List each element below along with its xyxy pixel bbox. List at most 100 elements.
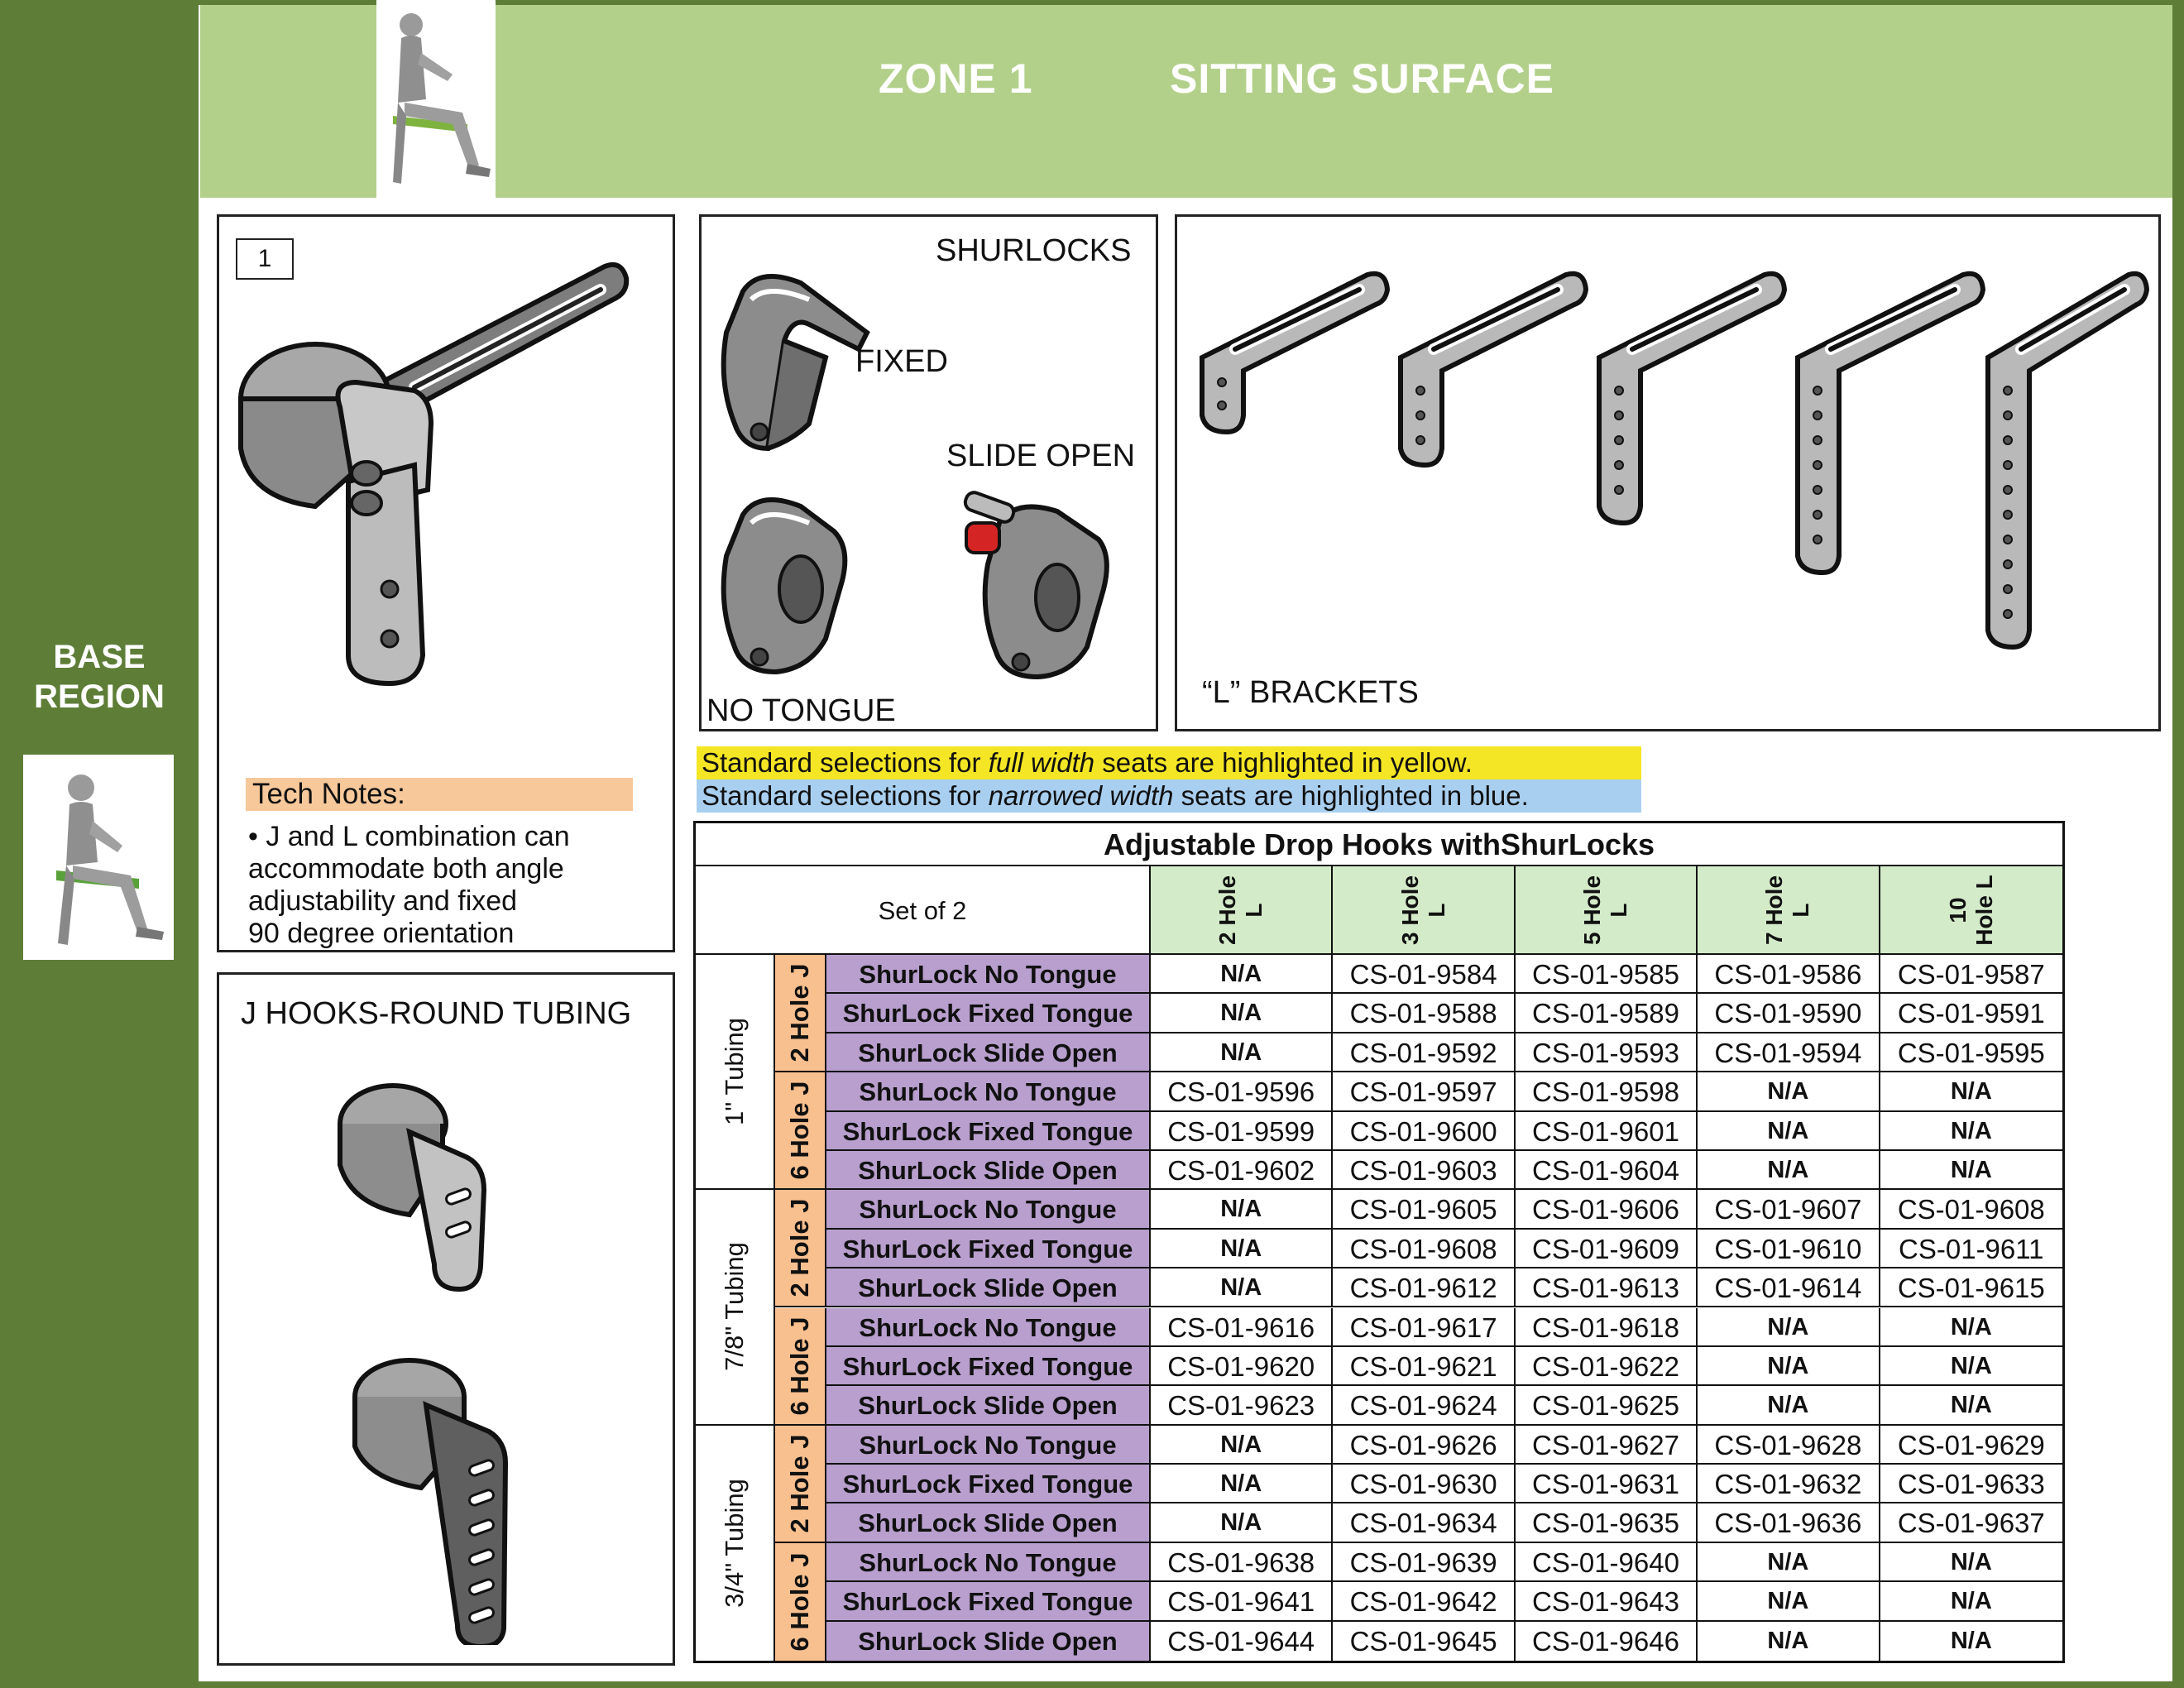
part-number: CS-01-9624: [1333, 1386, 1516, 1426]
shurlock-no-tongue-label: NO TONGUE: [706, 693, 896, 728]
tech-note-line: accommodate both angle: [248, 853, 564, 885]
part-number: CS-01-9590: [1698, 994, 1880, 1033]
part-na: N/A: [1698, 1582, 1880, 1622]
part-number: CS-01-9642: [1333, 1582, 1516, 1622]
zone-label: ZONE 1: [879, 55, 1033, 102]
header-band: [200, 5, 2172, 198]
part-na: N/A: [1950, 1627, 1992, 1654]
column-header-line: 2 Hole: [1214, 875, 1241, 945]
part-number: CS-01-9596: [1151, 1072, 1334, 1112]
shurlock-fixed-label: FIXED: [855, 344, 948, 379]
hook-group: 2 Hole J: [775, 955, 826, 1073]
option-label: ShurLock No Tongue: [826, 1307, 1151, 1347]
part-number: CS-01-9595: [1880, 1033, 2062, 1073]
option-label: ShurLock Slide Open: [826, 1503, 1151, 1543]
part-na: N/A: [1880, 1543, 2062, 1583]
part-number: CS-01-9599: [1151, 1111, 1334, 1151]
seated-figure-icon: [376, 0, 496, 199]
tubing-label: 7/8" Tubing: [720, 1242, 749, 1372]
part-number: CS-01-9633: [1880, 1465, 2062, 1504]
part-number: CS-01-9636: [1698, 1503, 1880, 1543]
option-label: ShurLock No Tongue: [826, 1542, 1151, 1583]
seated-figure-icon: [23, 755, 174, 960]
part-number: CS-01-9586: [1698, 955, 1880, 995]
l-brackets-title: “L” BRACKETS: [1202, 675, 1419, 710]
part-number: CS-01-9592: [1333, 1033, 1516, 1073]
item-number: 1: [236, 238, 294, 280]
legend-text: seats are highlighted in yellow.: [1094, 747, 1473, 778]
part-na: N/A: [1880, 1582, 2062, 1622]
part-number: CS-01-9605: [1333, 1190, 1516, 1230]
tech-notes-heading: Tech Notes:: [246, 778, 633, 811]
legend-text: Standard selections for: [702, 747, 989, 778]
part-number: CS-01-9610: [1698, 1229, 1880, 1269]
part-number: CS-01-9625: [1515, 1386, 1698, 1426]
part-number: CS-01-9612: [1333, 1268, 1516, 1308]
option-label: ShurLock No Tongue: [826, 955, 1151, 995]
part-number: CS-01-9607: [1698, 1190, 1880, 1230]
part-number: CS-01-9615: [1880, 1268, 2062, 1308]
region-label-line2: REGION: [34, 679, 165, 715]
part-na: N/A: [1151, 1033, 1334, 1073]
set-of-label: Set of 2: [696, 866, 1151, 955]
option-label: ShurLock Fixed Tongue: [826, 1346, 1151, 1387]
part-number: CS-01-9635: [1515, 1503, 1698, 1543]
part-na: N/A: [1698, 1150, 1880, 1191]
hook-label: 2 Hole J: [785, 1198, 814, 1297]
part-number: CS-01-9589: [1515, 994, 1698, 1033]
column-header-line: 3 Hole: [1396, 875, 1423, 945]
hook-label: 2 Hole J: [785, 963, 814, 1062]
column-header-line: 5 Hole: [1578, 875, 1605, 945]
part-number: CS-01-9585: [1515, 955, 1698, 995]
part-na: N/A: [1151, 955, 1334, 995]
part-number: CS-01-9646: [1516, 1621, 1698, 1661]
section-title: SITTING SURFACE: [1170, 55, 1555, 102]
tubing-label: 3/4" Tubing: [720, 1478, 749, 1608]
part-number: CS-01-9632: [1698, 1465, 1880, 1504]
part-na: N/A: [1151, 1503, 1334, 1543]
hook-label: 6 Hole J: [785, 1316, 814, 1416]
column-header-line: L: [1788, 902, 1814, 918]
tubing-label: 1" Tubing: [720, 1018, 749, 1126]
option-label: ShurLock Slide Open: [826, 1386, 1151, 1426]
j-hook-icon: [338, 1083, 509, 1645]
legend-full-width: Standard selections for full width seats…: [697, 746, 1641, 779]
part-number: CS-01-9643: [1515, 1582, 1698, 1622]
part-na: N/A: [1698, 1621, 1880, 1661]
part-number: CS-01-9608: [1880, 1190, 2062, 1230]
column-header-line: 7 Hole: [1761, 875, 1788, 945]
part-number: CS-01-9629: [1880, 1426, 2062, 1465]
part-number: CS-01-9613: [1515, 1268, 1698, 1308]
option-label: ShurLock Fixed Tongue: [826, 1582, 1151, 1622]
part-number: CS-01-9604: [1515, 1150, 1698, 1191]
part-number: CS-01-9644: [1151, 1621, 1334, 1661]
part-number: CS-01-9593: [1515, 1033, 1698, 1073]
part-na: N/A: [1880, 1308, 2062, 1347]
part-number: CS-01-9622: [1515, 1346, 1698, 1387]
l-bracket-icon: [1200, 271, 2150, 650]
legend-text: Standard selections for: [702, 780, 989, 811]
part-number: CS-01-9597: [1333, 1072, 1516, 1112]
hook-group: 2 Hole J: [775, 1425, 826, 1543]
legend-emphasis: narrowed width: [988, 780, 1174, 811]
part-na: N/A: [1151, 994, 1334, 1033]
part-number: CS-01-9591: [1880, 994, 2062, 1033]
part-number: CS-01-9640: [1515, 1542, 1698, 1583]
hook-group: 6 Hole J: [775, 1307, 826, 1426]
tech-notes-body: • J and L combination can accommodate bo…: [248, 821, 645, 950]
panel-l-brackets: “L” BRACKETS: [1175, 214, 2161, 731]
part-number: CS-01-9584: [1333, 955, 1516, 995]
part-number: CS-01-9637: [1880, 1503, 2062, 1543]
hook-label: 2 Hole J: [785, 1434, 814, 1533]
part-na: N/A: [1151, 1465, 1334, 1504]
j-hooks-title: J HOOKS-ROUND TUBING: [241, 996, 632, 1031]
shurlock-fixed-icon: [721, 274, 870, 452]
hook-group: 6 Hole J: [775, 1072, 826, 1191]
part-number: CS-01-9623: [1151, 1386, 1334, 1426]
part-na: N/A: [1880, 1151, 2062, 1191]
top-border: [0, 0, 2184, 5]
